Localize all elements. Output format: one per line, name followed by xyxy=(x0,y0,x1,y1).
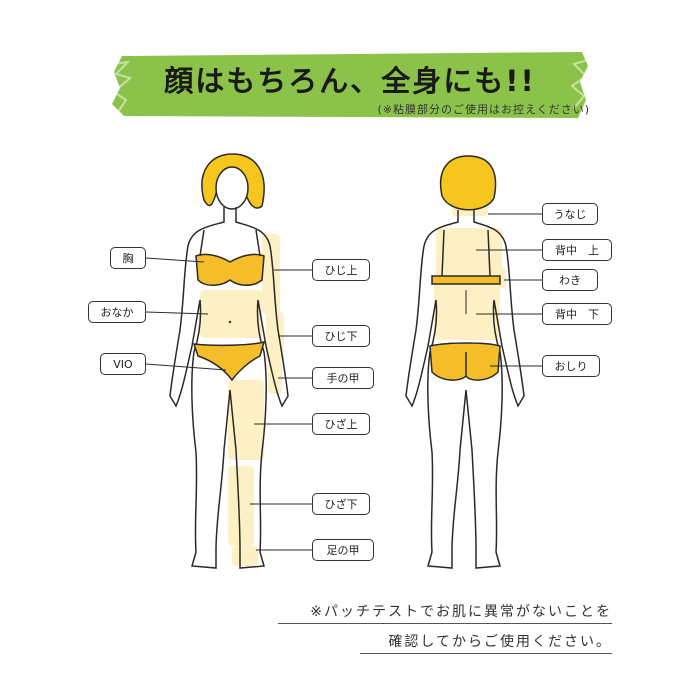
label-vio: VIO xyxy=(100,353,146,375)
label-back-of-hand: 手の甲 xyxy=(312,367,374,389)
patch-test-note-line2: 確認してからご使用ください。 xyxy=(388,634,612,650)
leader-lines-front xyxy=(145,257,312,551)
label-shin: ひざ下 xyxy=(312,493,370,515)
label-chest: 胸 xyxy=(110,247,146,269)
label-armpit: わき xyxy=(542,269,598,291)
leader-lines-back xyxy=(476,213,542,367)
back-figure xyxy=(405,155,525,569)
zone-foot-front xyxy=(232,546,258,566)
label-lower-back: 背中 下 xyxy=(542,303,612,325)
page-title: 顔はもちろん、全身にも!! xyxy=(164,64,536,98)
page-subtitle: (※粘膜部分のご使用はお控えください) xyxy=(377,103,590,116)
zone-thigh-front xyxy=(228,380,264,460)
zone-lower-back xyxy=(434,280,500,340)
label-forearm: ひじ下 xyxy=(312,325,370,347)
note-underline-1 xyxy=(278,623,612,624)
label-nape: うなじ xyxy=(542,203,598,225)
front-figure xyxy=(169,153,289,569)
zone-belly xyxy=(200,290,262,338)
zone-upper-back xyxy=(436,228,502,280)
zone-shin-front xyxy=(228,466,254,546)
label-top-of-foot: 足の甲 xyxy=(312,539,374,561)
label-belly: おなか xyxy=(88,301,146,323)
label-buttocks: おしり xyxy=(542,355,600,377)
label-upper-back: 背中 上 xyxy=(542,239,612,261)
title-banner xyxy=(112,52,588,118)
zone-upper-arm-front xyxy=(262,234,280,314)
note-underline-2 xyxy=(360,653,612,654)
patch-test-note-line1: ※パッチテストでお肌に異常がないことを xyxy=(310,604,612,620)
label-thigh: ひざ上 xyxy=(312,413,370,435)
zone-forearm-front xyxy=(266,312,284,362)
label-upper-arm: ひじ上 xyxy=(312,259,370,281)
